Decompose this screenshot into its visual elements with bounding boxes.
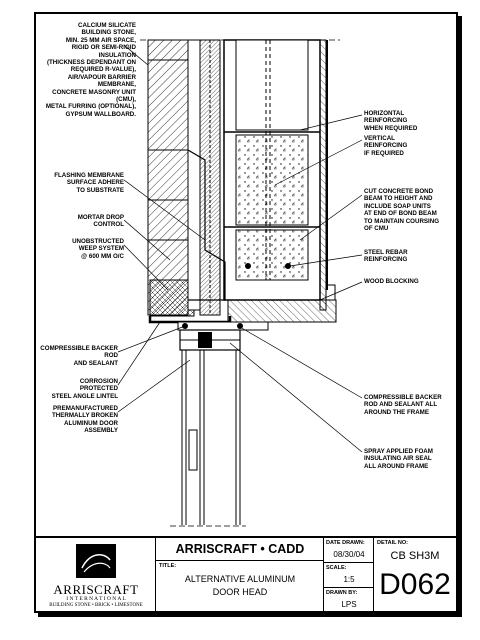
company-name: ARRISCRAFT [53, 582, 139, 597]
date-label: DATE DRAWN: [326, 540, 365, 546]
sheet-shadow-right [458, 16, 462, 616]
arriscraft-logo-mark [76, 544, 116, 578]
drawing-title-line2: DOOR HEAD [212, 587, 268, 597]
wood-blocking [227, 299, 337, 323]
scale-cell: SCALE: 1:5 [324, 563, 374, 588]
leader-lines-left [117, 44, 206, 413]
cmu-wall [223, 39, 321, 301]
date-cell: DATE DRAWN: 08/30/04 [324, 538, 374, 563]
leader-lines-right [229, 114, 363, 453]
detail-code: CB SH3M [390, 550, 440, 562]
detail-cell: DETAIL No: CB SH3M D062 [374, 538, 456, 613]
company-tagline: BUILDING STONE • BRICK • LIMESTONE [49, 603, 143, 608]
date-value: 08/30/04 [333, 550, 365, 559]
drawn-by-label: DRAWN BY: [326, 590, 358, 596]
rebar-right [285, 263, 291, 269]
drawn-by-cell: DRAWN BY: LPS [324, 588, 374, 613]
stone-veneer [147, 39, 189, 316]
detail-label: DETAIL No: [377, 540, 408, 546]
aluminum-door-jamb [181, 350, 241, 525]
detail-number: D062 [379, 568, 451, 601]
scale-value: 1:5 [343, 575, 355, 584]
drawing-sheet-border [34, 12, 458, 613]
flashing-membrane [187, 149, 226, 301]
note-wood-blocking: WOOD BLOCKING [364, 278, 419, 285]
drawing-title-line1: ALTERNATIVE ALUMINUM [184, 574, 296, 584]
title-label: TITLE: [159, 563, 177, 569]
title-cell: ARRISCRAFT • CADD TITLE: ALTERNATIVE ALU… [156, 538, 324, 613]
air-space [187, 39, 201, 311]
meta-cell: DATE DRAWN: 08/30/04 SCALE: 1:5 DRAWN BY… [324, 538, 374, 613]
cadd-heading: ARRISCRAFT • CADD [156, 538, 324, 561]
scale-label: SCALE: [326, 565, 347, 571]
aluminum-door-head [179, 329, 241, 351]
title-block: ARRISCRAFT I N T E R N A T I O N A L BUI… [36, 536, 456, 613]
head-sealant [177, 321, 269, 331]
rebar-left [245, 263, 251, 269]
stone-lintel [149, 279, 195, 317]
company-subtitle: I N T E R N A T I O N A L [66, 596, 126, 602]
metal-furring [326, 40, 328, 290]
steel-angle-lintel [148, 316, 232, 324]
logo-cell: ARRISCRAFT I N T E R N A T I O N A L BUI… [36, 538, 156, 613]
gypsum-wallboard [319, 39, 327, 311]
drawn-by-value: LPS [341, 600, 357, 609]
sheet-shadow-bottom [38, 613, 462, 617]
